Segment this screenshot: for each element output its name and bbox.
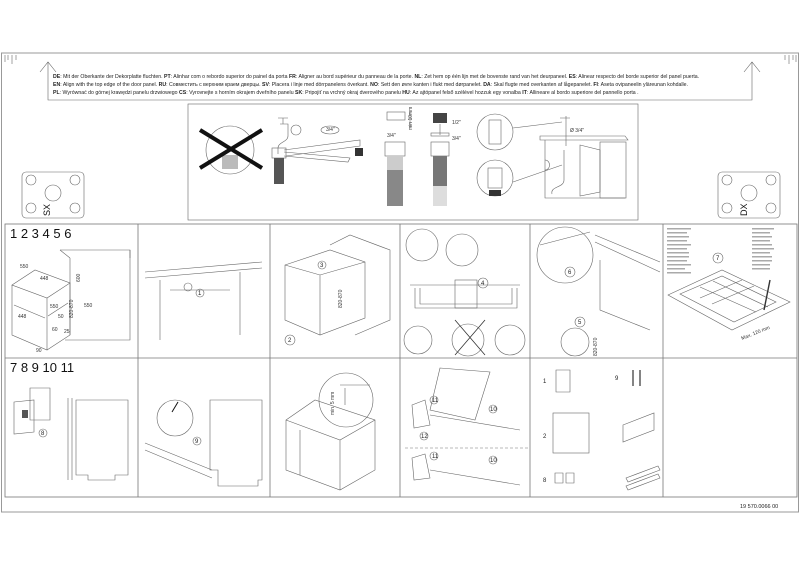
svg-text:min. 5 mm: min. 5 mm xyxy=(330,392,336,415)
crop-marks xyxy=(4,55,797,64)
svg-text:550: 550 xyxy=(50,304,59,310)
svg-text:10: 10 xyxy=(490,458,497,464)
hinge-label-sx: SX xyxy=(42,204,52,216)
svg-text:448: 448 xyxy=(18,314,27,320)
instruction-line-1: DE: Mit der Oberkante der Dekorplatte fl… xyxy=(53,74,699,80)
step-insert-appliance: 3 2 820-870 xyxy=(284,234,391,346)
svg-text:820-870: 820-870 xyxy=(593,337,599,356)
thread-label-wrench: 3/4" xyxy=(326,127,335,133)
svg-text:11: 11 xyxy=(432,398,439,404)
svg-text:3: 3 xyxy=(320,263,324,269)
cabinet-connection-detail: Ø 3/4" xyxy=(476,113,629,199)
svg-text:4: 4 xyxy=(481,281,485,287)
brackets-icon xyxy=(554,472,575,484)
svg-text:820-870: 820-870 xyxy=(69,299,75,318)
svg-text:7: 7 xyxy=(716,256,720,262)
svg-text:550: 550 xyxy=(20,264,29,270)
svg-text:820-870: 820-870 xyxy=(338,289,344,308)
document-number: 19 570.0066 00 xyxy=(740,504,778,510)
tap-with-wrench: 3/4" xyxy=(271,117,363,184)
svg-text:60: 60 xyxy=(52,327,58,333)
svg-text:5: 5 xyxy=(578,320,582,326)
svg-text:9: 9 xyxy=(195,439,199,445)
thread-label-c: 3/4" xyxy=(452,136,461,142)
valve-label: Ø 3/4" xyxy=(570,128,584,134)
hose-with-seal: min 10mm 3/4" xyxy=(384,107,414,206)
steps-title-bottom: 7 8 9 10 11 xyxy=(10,360,74,375)
steps-title-top: 1 2 3 4 5 6 xyxy=(10,226,71,241)
screw-strip-icon xyxy=(622,412,655,443)
step-door-bracket: 7 8 9 10 11 8 xyxy=(10,360,129,481)
instruction-line-3: PL: Wyrównać do górnej krawędzi panelu d… xyxy=(53,90,639,96)
min-gap-label: min 10mm xyxy=(408,107,414,130)
svg-text:2: 2 xyxy=(288,338,292,344)
svg-text:448: 448 xyxy=(40,276,49,282)
step-trim-strip: 9 xyxy=(144,399,263,487)
svg-text:8: 8 xyxy=(41,431,45,437)
hinge-plate-left: SX xyxy=(21,171,85,219)
step-hose-routing: 4 xyxy=(403,228,526,357)
svg-text:90: 90 xyxy=(36,348,42,354)
step-door-template: 7 Max. 120 mm xyxy=(667,228,791,342)
screws-icon xyxy=(632,370,641,386)
parts-list: 1 9 2 8 xyxy=(543,369,661,491)
svg-text:11: 11 xyxy=(432,454,439,460)
step-gap-check: min. 5 mm xyxy=(285,372,376,491)
svg-text:600: 600 xyxy=(76,273,82,282)
svg-text:10: 10 xyxy=(490,407,497,413)
hose-with-adapter: 1/2" 3/4" xyxy=(430,113,461,206)
hinge-plate-right: DX xyxy=(717,171,781,219)
svg-text:Max. 120 mm: Max. 120 mm xyxy=(741,325,771,342)
svg-text:8: 8 xyxy=(543,478,547,484)
step-countertop-fixing: 1 xyxy=(144,261,263,340)
header-instruction-box: DE: Mit der Oberkante der Dekorplatte fl… xyxy=(39,61,761,101)
svg-text:2: 2 xyxy=(543,434,547,440)
step-dimensions: 1 2 3 4 5 6 550 448 448 550 50 60 25 90 … xyxy=(10,226,131,354)
hinge-label-dx: DX xyxy=(739,203,749,216)
metal-strips-icon xyxy=(625,465,661,491)
svg-text:9: 9 xyxy=(615,376,619,382)
water-connection-illustration: 3/4" min 10mm 3/4" 1/2" 3/4" xyxy=(187,103,639,221)
svg-text:6: 6 xyxy=(568,270,572,276)
step-grid xyxy=(4,223,798,498)
instruction-line-2: EN: Align with the top edge of the door … xyxy=(53,81,688,88)
svg-text:12: 12 xyxy=(421,434,428,440)
step-door-hinge-adjust: 11 10 12 11 10 xyxy=(405,367,528,486)
thread-label-b: 1/2" xyxy=(452,120,461,126)
thread-label-a: 3/4" xyxy=(387,133,396,139)
page-frame xyxy=(1,52,799,513)
svg-text:25: 25 xyxy=(64,329,70,335)
svg-text:1: 1 xyxy=(198,291,202,297)
svg-text:50: 50 xyxy=(58,314,64,320)
step-height-adjust: 6 5 820-870 xyxy=(536,226,661,357)
incorrect-connection-icon xyxy=(198,125,264,175)
roll-tape-icon xyxy=(555,369,571,393)
svg-text:550: 550 xyxy=(84,303,93,309)
template-sheet-icon xyxy=(552,412,590,454)
svg-text:1: 1 xyxy=(543,379,547,385)
